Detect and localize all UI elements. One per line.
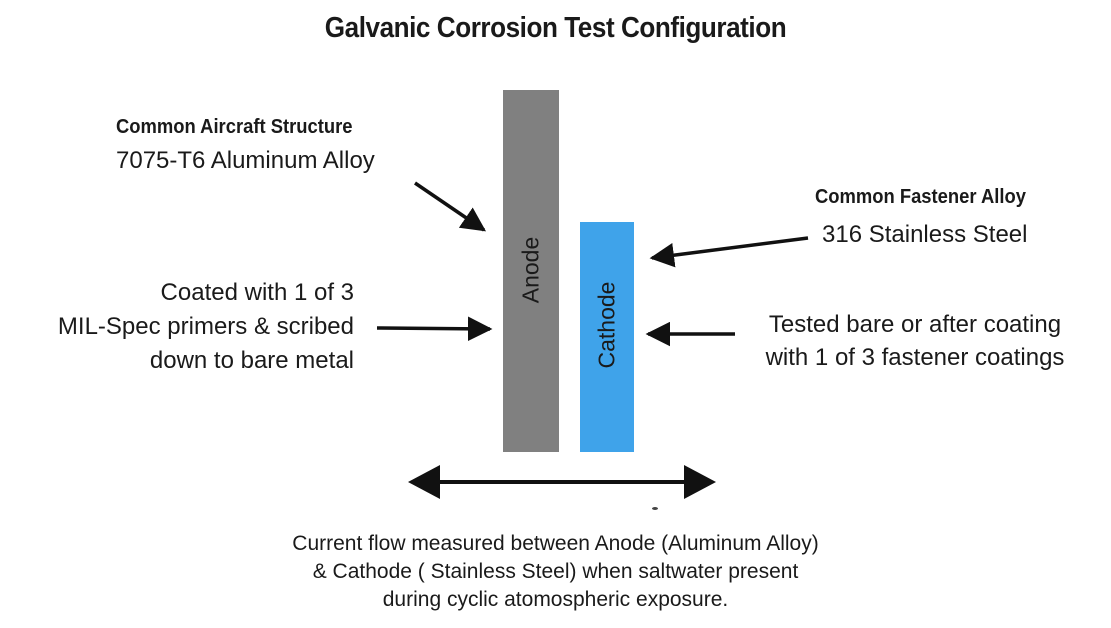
current-flow-right-head <box>684 465 716 499</box>
anode-coating-line1: Coated with 1 of 3 <box>160 279 354 306</box>
caption-line1: Current flow measured between Anode (Alu… <box>292 532 819 555</box>
caption: Current flow measured between Anode (Alu… <box>0 530 1111 614</box>
arrow-coating-to-anode <box>376 316 493 342</box>
arrow-structure-to-anode <box>414 181 487 232</box>
caption-line2: & Cathode ( Stainless Steel) when saltwa… <box>312 560 799 583</box>
anode-coating-line2: MIL-Spec primers & scribed <box>57 313 354 340</box>
anode-bar <box>503 90 559 452</box>
arrow-fastener-to-cathode <box>649 236 809 268</box>
cathode-bar <box>580 222 634 452</box>
structure-heading: Common Aircraft Structure <box>116 116 353 138</box>
structure-alloy: 7075-T6 Aluminum Alloy <box>116 147 375 174</box>
diagram-title: Galvanic Corrosion Test Configuration <box>324 12 787 44</box>
cathode-coating-line2: with 1 of 3 fastener coatings <box>765 344 1065 371</box>
cathode-coating-line1: Tested bare or after coating <box>768 311 1062 338</box>
anode-coating-line3: down to bare metal <box>149 347 354 374</box>
fastener-alloy: 316 Stainless Steel <box>822 221 1028 248</box>
fastener-heading: Common Fastener Alloy <box>815 186 1026 208</box>
caption-line3: during cyclic atomospheric exposure. <box>382 588 729 611</box>
stray-mark <box>652 507 658 510</box>
current-flow-left-head <box>408 465 440 499</box>
